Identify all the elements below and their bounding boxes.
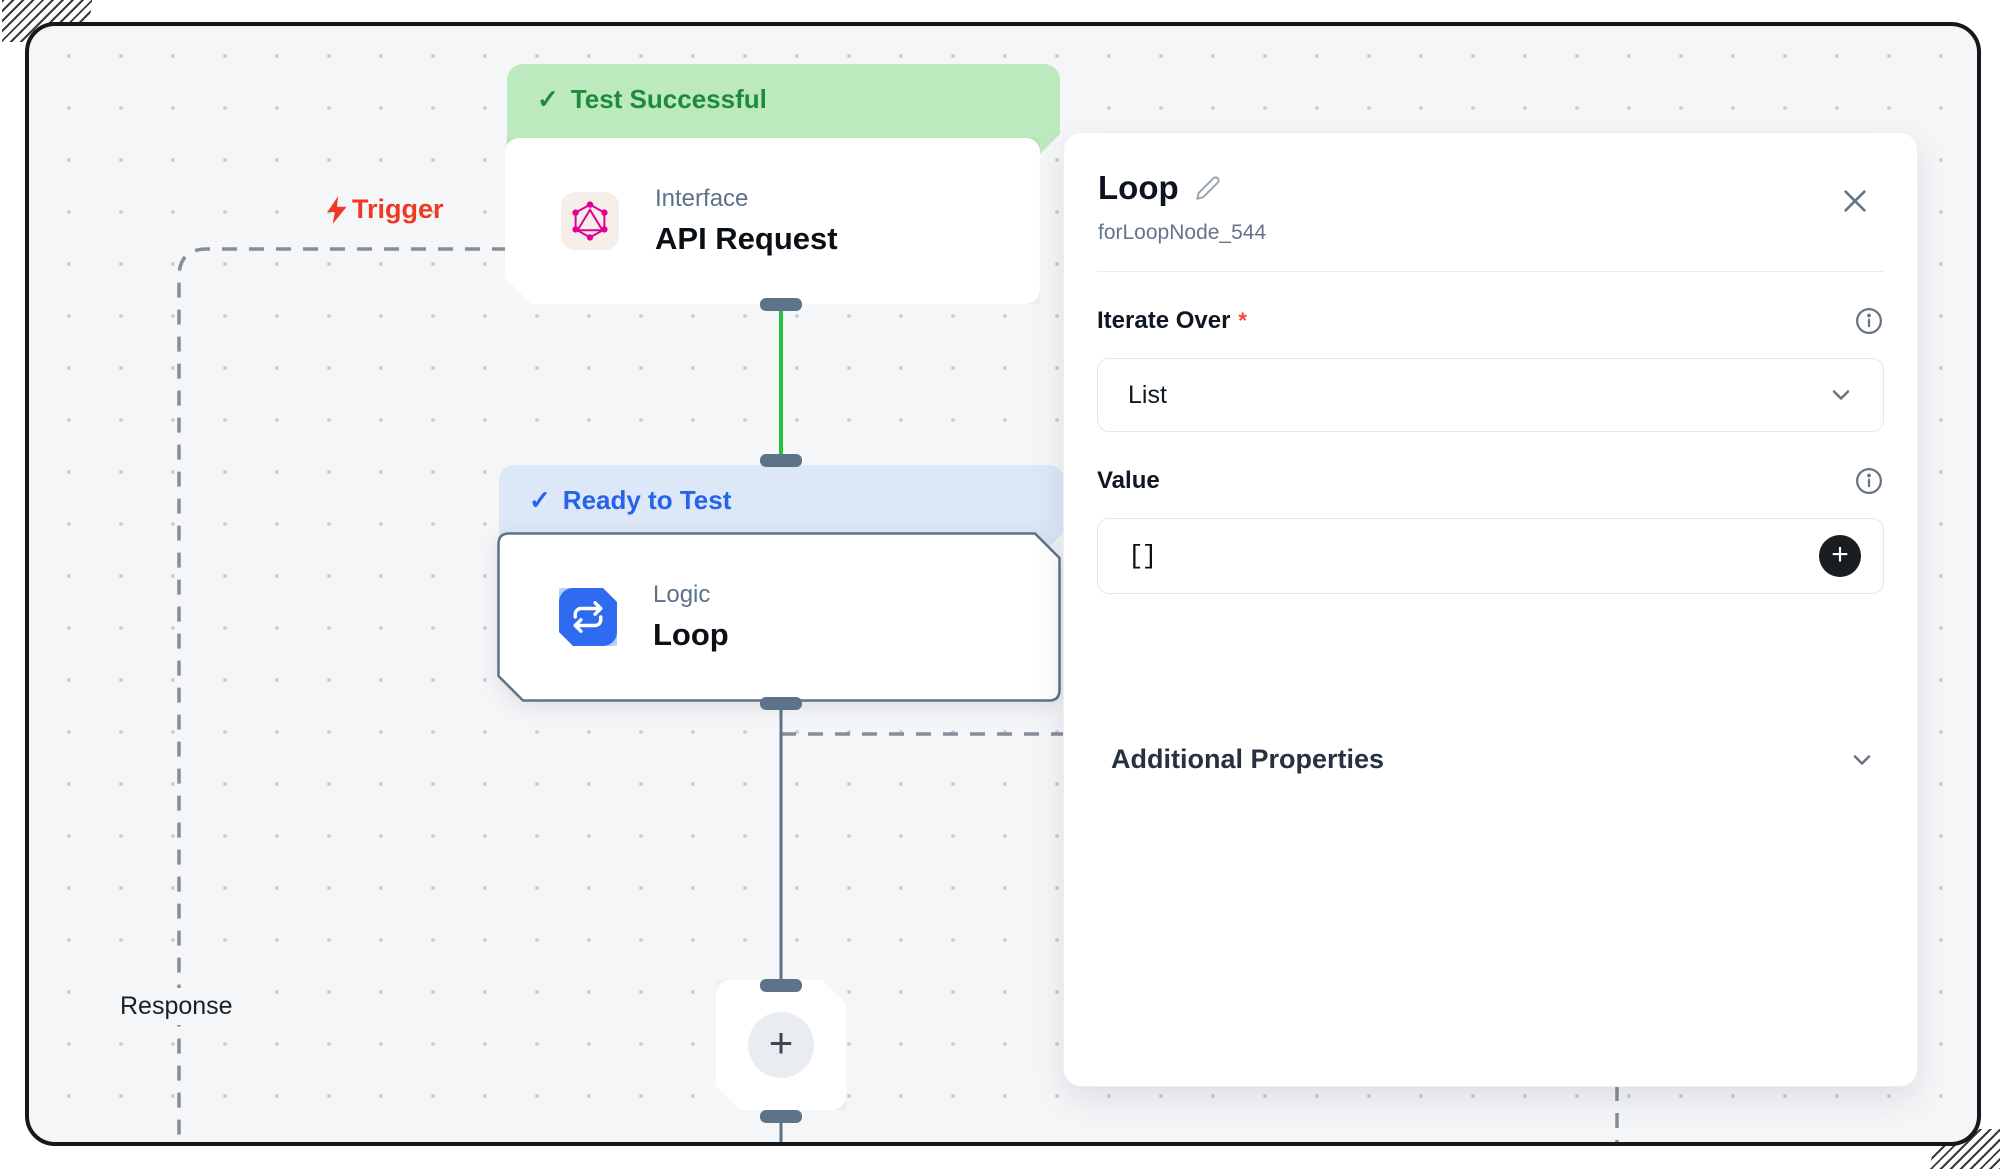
iterate-over-selected-value: List bbox=[1128, 380, 1167, 409]
check-icon: ✓ bbox=[537, 84, 559, 114]
value-label: Value bbox=[1097, 467, 1160, 494]
value-input[interactable]: [] + bbox=[1097, 518, 1884, 594]
trigger-label-text: Trigger bbox=[352, 194, 444, 224]
check-icon: ✓ bbox=[529, 485, 551, 515]
iterate-over-label: Iterate Over bbox=[1097, 307, 1231, 334]
additional-properties-toggle[interactable]: Additional Properties bbox=[1097, 744, 1884, 775]
trigger-label: Trigger bbox=[324, 194, 444, 225]
api-node-icon-tile bbox=[561, 192, 619, 250]
loop-node-title: Loop bbox=[653, 617, 729, 652]
api-node-output-port[interactable] bbox=[760, 298, 802, 311]
loop-node-outline bbox=[497, 532, 1061, 702]
loop-repeat-icon bbox=[571, 600, 605, 634]
response-label: Response bbox=[112, 988, 241, 1025]
chevron-down-icon bbox=[1853, 754, 1871, 765]
value-input-text: [] bbox=[1128, 541, 1157, 571]
api-node-title: API Request bbox=[655, 221, 838, 256]
info-icon[interactable] bbox=[1854, 306, 1884, 336]
api-node-category: Interface bbox=[655, 185, 749, 212]
trigger-dashed-edge bbox=[177, 247, 507, 1142]
edge-layer bbox=[177, 247, 1619, 1142]
add-step-node[interactable]: + bbox=[716, 980, 846, 1110]
info-icon[interactable] bbox=[1854, 466, 1884, 496]
loop-node-category: Logic bbox=[653, 581, 711, 608]
loop-node-icon-tile bbox=[559, 588, 617, 646]
api-node-status-text: Test Successful bbox=[570, 84, 767, 114]
plus-icon[interactable]: + bbox=[748, 1012, 814, 1078]
edit-pencil-icon[interactable] bbox=[1195, 175, 1221, 201]
close-icon[interactable] bbox=[1839, 185, 1871, 217]
node-properties-panel: Loop forLoopNode_544 Iterate Over * bbox=[1063, 132, 1918, 1087]
api-request-node[interactable]: Interface API Request bbox=[505, 138, 1040, 304]
panel-node-id: forLoopNode_544 bbox=[1098, 221, 1267, 244]
add-node-input-port[interactable] bbox=[760, 979, 802, 992]
loop-node-input-port[interactable] bbox=[760, 454, 802, 467]
required-asterisk: * bbox=[1238, 308, 1247, 333]
panel-divider bbox=[1097, 271, 1884, 272]
panel-title: Loop bbox=[1098, 169, 1179, 206]
loop-node-status-text: Ready to Test bbox=[562, 485, 732, 515]
iterate-over-select[interactable]: List bbox=[1097, 358, 1884, 432]
chevron-down-icon bbox=[1832, 390, 1850, 400]
add-value-button[interactable]: + bbox=[1819, 535, 1861, 577]
lightning-bolt-icon bbox=[327, 195, 347, 224]
loop-node-output-port[interactable] bbox=[760, 697, 802, 710]
panel-header: Loop forLoopNode_544 bbox=[1064, 133, 1917, 245]
loop-node[interactable]: Logic Loop bbox=[497, 532, 1061, 702]
graphql-icon bbox=[570, 201, 610, 241]
add-node-output-port[interactable] bbox=[760, 1110, 802, 1123]
additional-properties-label: Additional Properties bbox=[1111, 744, 1385, 774]
